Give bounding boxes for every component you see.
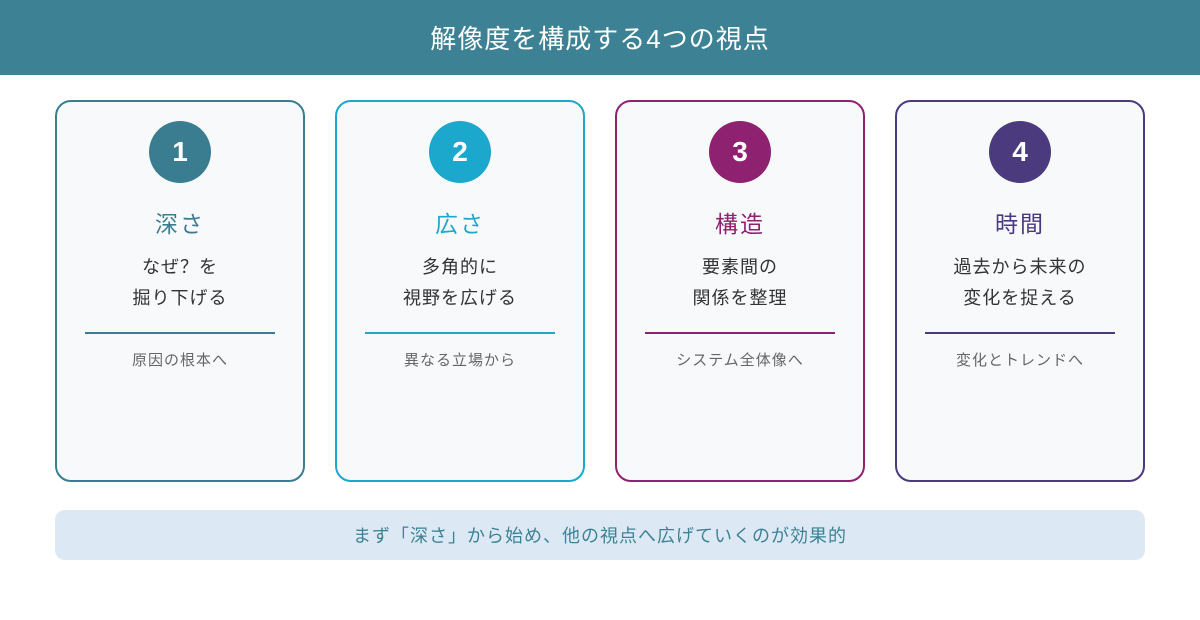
card-breadth: 2 広さ 多角的に 視野を広げる 異なる立場から xyxy=(335,100,585,482)
card-description-line1: 要素間の xyxy=(702,257,778,277)
header-banner: 解像度を構成する4つの視点 xyxy=(0,0,1200,75)
card-title: 広さ xyxy=(435,211,485,237)
card-description-line2: 視野を広げる xyxy=(403,288,517,308)
card-description-line2: 掘り下げる xyxy=(132,288,228,308)
card-title: 構造 xyxy=(715,211,765,237)
footer-note-box: まず「深さ」から始め、他の視点へ広げていくのが効果的 xyxy=(55,510,1145,560)
card-subtext: 異なる立場から xyxy=(403,352,516,369)
card-structure: 3 構造 要素間の 関係を整理 システム全体像へ xyxy=(615,100,865,482)
card-subtext: システム全体像へ xyxy=(676,352,804,369)
card-depth: 1 深さ なぜ？を 掘り下げる 原因の根本へ xyxy=(55,100,305,482)
card-description-line1: なぜ？を xyxy=(142,257,218,277)
card-title: 時間 xyxy=(995,211,1045,237)
card-description-line1: 過去から未来の xyxy=(953,257,1087,277)
number-badge-1: 1 xyxy=(149,121,211,183)
page-title: 解像度を構成する4つの視点 xyxy=(430,24,770,54)
card-subtext: 変化とトレンドへ xyxy=(955,352,1084,369)
badge-number: 4 xyxy=(1012,136,1028,167)
card-description-line1: 多角的に xyxy=(422,257,498,277)
number-badge-2: 2 xyxy=(429,121,491,183)
card-description: 過去から未来の 変化を捉える xyxy=(897,252,1143,314)
card-description: 多角的に 視野を広げる xyxy=(337,252,583,314)
badge-number: 1 xyxy=(172,136,188,167)
card-description-line2: 変化を捉える xyxy=(963,288,1077,308)
divider xyxy=(85,332,275,334)
card-subtext: 原因の根本へ xyxy=(131,352,228,369)
badge-number: 2 xyxy=(452,136,468,167)
card-description-line2: 関係を整理 xyxy=(692,288,788,308)
badge-number: 3 xyxy=(732,136,748,167)
footer-note-text: まず「深さ」から始め、他の視点へ広げていくのが効果的 xyxy=(353,526,847,546)
divider xyxy=(365,332,555,334)
card-description: なぜ？を 掘り下げる xyxy=(57,252,303,314)
cards-container: 1 深さ なぜ？を 掘り下げる 原因の根本へ 2 広さ 多角的に 視野を広げる … xyxy=(55,100,1145,482)
card-title: 深さ xyxy=(155,211,205,237)
number-badge-4: 4 xyxy=(989,121,1051,183)
card-description: 要素間の 関係を整理 xyxy=(617,252,863,314)
card-time: 4 時間 過去から未来の 変化を捉える 変化とトレンドへ xyxy=(895,100,1145,482)
number-badge-3: 3 xyxy=(709,121,771,183)
divider xyxy=(925,332,1115,334)
divider xyxy=(645,332,835,334)
